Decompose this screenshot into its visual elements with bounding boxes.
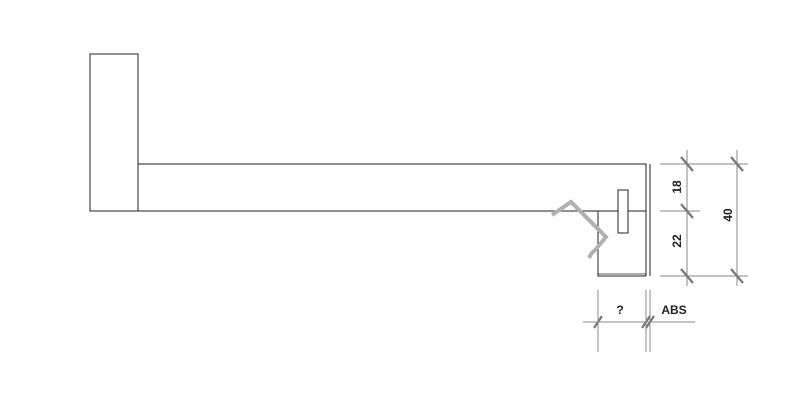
dim-lower-height: 22: [670, 234, 684, 248]
lower-box: [597, 211, 646, 277]
fixing-plate: [617, 189, 629, 234]
left-post: [89, 53, 139, 212]
z-bracket: [550, 199, 609, 259]
horizontal-dimensions: [583, 290, 695, 352]
dim-upper-height: 18: [670, 180, 684, 194]
dim-edge-band: ABS: [661, 303, 686, 317]
dim-unknown-width: ?: [616, 303, 623, 317]
dim-total-height: 40: [721, 208, 735, 222]
dimension-ticks: [593, 156, 744, 329]
vertical-dimensions: [660, 150, 748, 286]
